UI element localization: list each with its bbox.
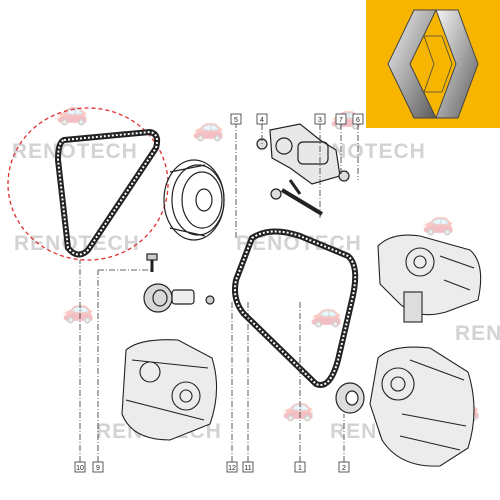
- highlight-ellipse: [7, 107, 169, 261]
- callout-9: 9: [96, 465, 100, 472]
- idler-pulley: [143, 253, 215, 313]
- car-watermark-icon: 🚗: [62, 294, 95, 324]
- ac-drive-belt: [54, 128, 161, 258]
- callout-4: 4: [260, 117, 264, 124]
- car-watermark-icon: 🚗: [192, 112, 225, 142]
- callout-7: 7: [339, 117, 343, 124]
- callout-11: 11: [244, 465, 251, 472]
- watermark-text: RENOTECH: [12, 140, 138, 163]
- callout-boxes: [74, 113, 364, 473]
- alternator-pulley: [335, 382, 365, 414]
- callout-5: 5: [234, 117, 238, 124]
- callout-12: 12: [228, 465, 236, 472]
- car-watermark-icon: 🚗: [310, 298, 343, 328]
- callout-10: 10: [76, 465, 84, 472]
- belt-tensioner: [256, 123, 350, 216]
- callout-1: 1: [298, 465, 302, 472]
- renault-diamond-icon: [387, 9, 479, 119]
- callout-2: 2: [342, 465, 346, 472]
- car-watermark-icon: 🚗: [282, 392, 315, 422]
- alternator: [369, 346, 475, 467]
- crankshaft-pulley: [163, 159, 225, 241]
- brand-logo-box: [366, 0, 500, 128]
- ac-compressor: [121, 339, 218, 441]
- callout-6: 6: [356, 117, 360, 124]
- car-watermark-icon: 🚗: [422, 206, 455, 236]
- accessory-drive-belt: [232, 228, 359, 388]
- car-watermark-icon: 🚗: [56, 96, 89, 126]
- callout-leader-lines: [79, 122, 359, 462]
- callout-3: 3: [318, 117, 322, 124]
- water-pump: [377, 234, 482, 323]
- watermark-text: RENOTECH: [455, 322, 500, 345]
- watermark-text: RENOTECH: [14, 232, 140, 255]
